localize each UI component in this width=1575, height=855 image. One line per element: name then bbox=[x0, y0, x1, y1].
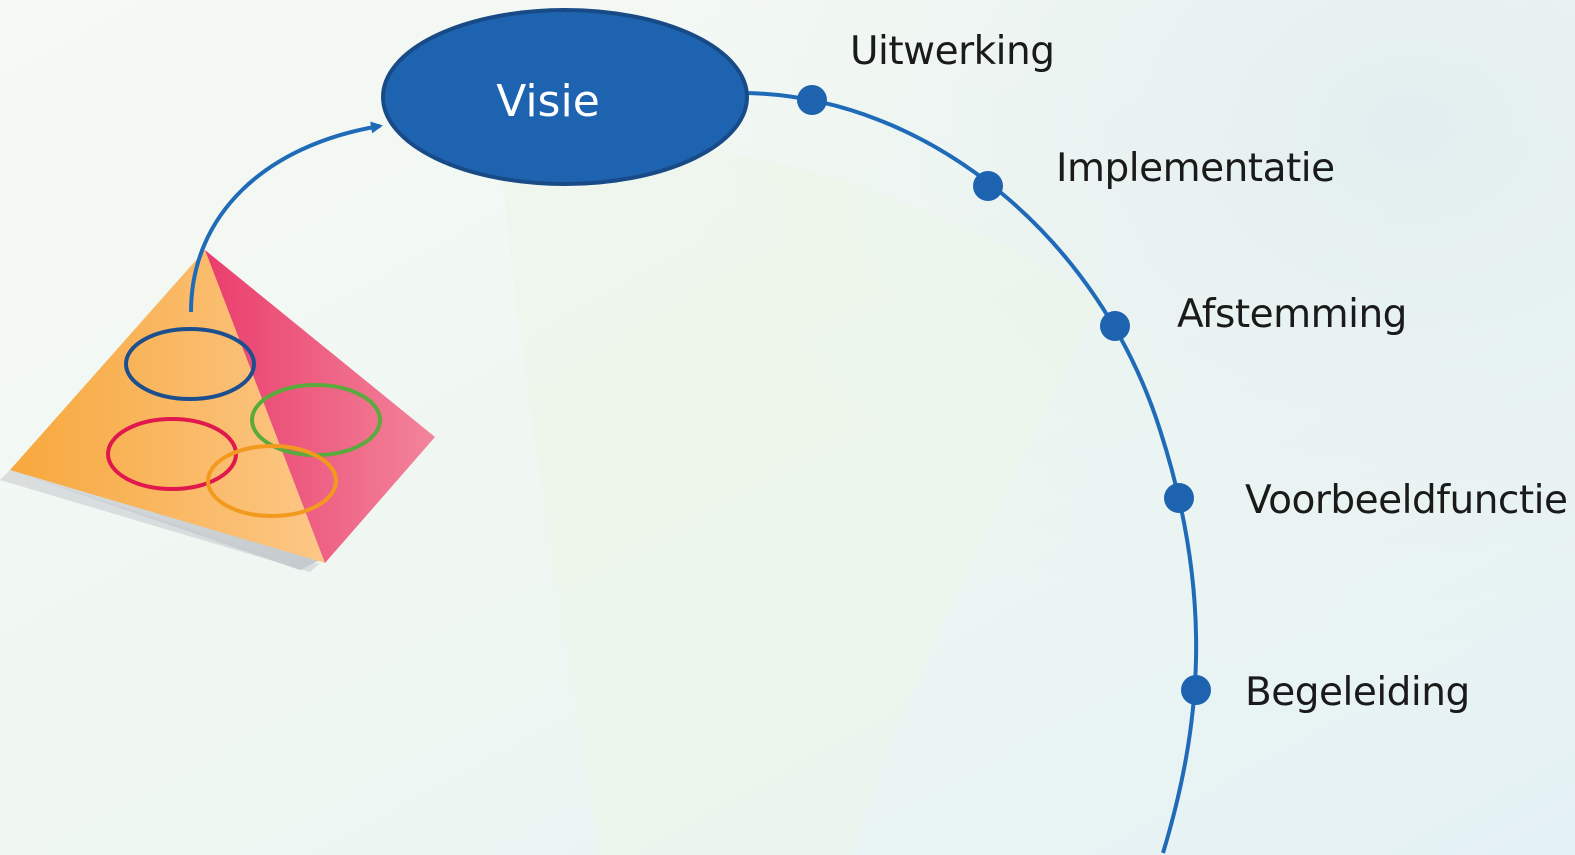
step-dot-voorbeeldfunctie[interactable] bbox=[1164, 483, 1194, 513]
step-label-implementatie: Implementatie bbox=[1056, 146, 1335, 191]
visie-ellipse bbox=[381, 8, 749, 186]
step-dot-begeleiding[interactable] bbox=[1181, 675, 1211, 705]
step-dot-afstemming[interactable] bbox=[1100, 311, 1130, 341]
step-dot-uitwerking[interactable] bbox=[797, 85, 827, 115]
step-label-voorbeeldfunctie: Voorbeeldfunctie bbox=[1245, 478, 1567, 523]
connector-arrow bbox=[189, 121, 383, 313]
pyramid-pink-face bbox=[205, 250, 435, 563]
pyramid-orange-face bbox=[10, 250, 325, 563]
step-label-begeleiding: Begeleiding bbox=[1245, 670, 1470, 715]
pyramid-illustration bbox=[0, 250, 435, 572]
process-arc bbox=[744, 91, 1199, 854]
visie-label: Visie bbox=[496, 76, 600, 127]
visie-node[interactable]: Visie bbox=[381, 8, 749, 186]
ring-orange-icon bbox=[206, 444, 338, 518]
step-label-uitwerking: Uitwerking bbox=[850, 29, 1055, 74]
ring-blue-icon bbox=[124, 327, 256, 401]
step-label-afstemming: Afstemming bbox=[1177, 292, 1407, 337]
step-dot-implementatie[interactable] bbox=[973, 171, 1003, 201]
pyramid-shadow-band bbox=[0, 470, 320, 572]
background-swirl-light bbox=[500, 142, 1100, 855]
